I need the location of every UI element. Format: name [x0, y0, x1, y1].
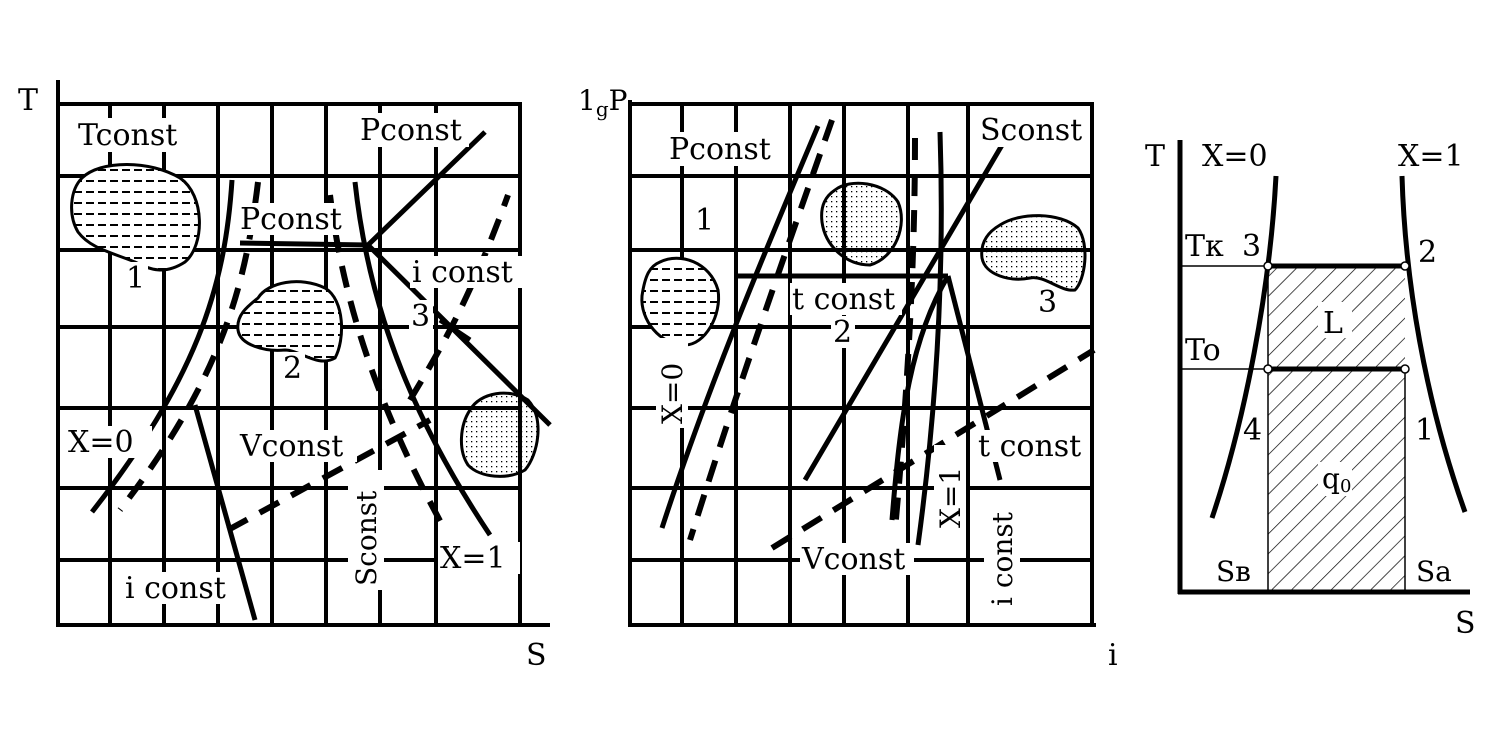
cycle-label-tk: Tк	[1185, 229, 1224, 264]
ts-pconst-line-h	[239, 240, 369, 248]
lgp-x1-curve	[915, 131, 944, 546]
cycle-axis-y-label: T	[1145, 139, 1165, 174]
cycle-label-2: 2	[1418, 235, 1437, 270]
ts-label-iconst-right: i const	[412, 255, 513, 290]
lgp-i-diagram: Pconst Sconst 1 t const 2 3 X=0 t const …	[578, 84, 1118, 673]
lgp-label-x0: X=0	[656, 363, 689, 424]
cycle-label-4: 4	[1243, 413, 1262, 448]
ts-sconst-x	[438, 317, 472, 343]
lgp-vconst-dashed	[770, 347, 1096, 551]
cycle-label-x1: X=1	[1398, 139, 1464, 174]
ts-label-num-3: 3	[411, 299, 430, 334]
cycle-label-to: To	[1185, 333, 1221, 368]
ts-diagram: Tconst Pconst Pconst i const 1 2 3 X=0 V…	[18, 80, 552, 673]
ts-label-pconst-top: Pconst	[360, 113, 462, 148]
ts-vconst-dashed	[226, 417, 432, 533]
lgp-label-pconst: Pconst	[669, 132, 771, 167]
lgp-blob-2	[820, 181, 903, 267]
ts-vconst-dashed-right	[407, 193, 511, 402]
ts-label-x1: X=1	[440, 541, 506, 576]
cycle-label-sa: Sa	[1416, 555, 1452, 588]
lgp-x0-dashed	[687, 119, 835, 541]
cycle-axis-x-label: S	[1455, 606, 1476, 641]
cycle-label-x0: X=0	[1202, 139, 1268, 174]
lgp-label-x1: X=1	[934, 467, 967, 528]
lgp-blob-3	[980, 214, 1087, 292]
ts-label-sconst: Sconst	[350, 490, 383, 586]
ts-label-iconst-bottom: i const	[125, 571, 226, 606]
cycle-point-3	[1263, 261, 1273, 271]
ts-axis-x-label: S	[526, 638, 547, 673]
lgp-label-sconst: Sconst	[980, 113, 1082, 148]
lgp-x1-dashed	[892, 137, 918, 531]
ts-iconst-line-bottom	[192, 404, 258, 621]
svg-text:1gP: 1gP	[578, 84, 627, 121]
ts-axis-y-label: T	[18, 83, 38, 118]
lgp-label-num-1: 1	[695, 203, 714, 238]
cycle-lines	[1177, 140, 1470, 595]
cycle-x0-curve	[1209, 175, 1279, 519]
ts-label-x0: X=0	[68, 425, 134, 460]
ts-pconst-line-top	[366, 130, 487, 247]
cycle-point-1	[1400, 364, 1410, 374]
lgp-label-num-3: 3	[1038, 285, 1057, 320]
lgp-label-num-2: 2	[833, 315, 852, 350]
cycle-label-L: L	[1323, 306, 1343, 341]
cycle-x1-curve	[1399, 175, 1468, 513]
ts-x0-curve	[90, 179, 235, 514]
lgp-label-tconst-mid: t const	[792, 282, 895, 317]
ts-label-num-1: 1	[126, 261, 145, 296]
cycle-point-2	[1400, 261, 1410, 271]
lgp-axis-x-label: i	[1108, 638, 1118, 673]
lgp-label-vconst: Vconst	[801, 542, 905, 577]
lgp-curves	[659, 119, 1096, 551]
cycle-label-3: 3	[1242, 229, 1261, 264]
cycle-diagram: T S X=0 X=1 Tк 3 2 To L 4 1 q0 Sв Sa	[1145, 139, 1476, 641]
cycle-label-q0: q0	[1322, 462, 1351, 497]
ts-label-vconst: Vconst	[239, 429, 343, 464]
ts-label-pconst-mid: Pconst	[240, 202, 342, 237]
ts-blob-3	[460, 391, 540, 478]
cycle-label-1: 1	[1415, 413, 1434, 448]
cycle-point-4	[1263, 364, 1273, 374]
lgp-axis-y-label: 1gP	[578, 84, 627, 121]
ts-label-tconst: Tconst	[78, 118, 177, 153]
ts-x1-curve	[352, 181, 493, 537]
lgp-tconst-right-curve	[889, 274, 951, 521]
lgp-label-iconst: i const	[986, 511, 1019, 606]
lgp-x0-curve	[659, 125, 821, 529]
cycle-label-sb: Sв	[1216, 555, 1251, 588]
ts-label-num-2: 2	[283, 351, 302, 386]
lgp-sconst-line	[802, 138, 1008, 482]
lgp-label-tconst-right: t const	[978, 429, 1081, 464]
